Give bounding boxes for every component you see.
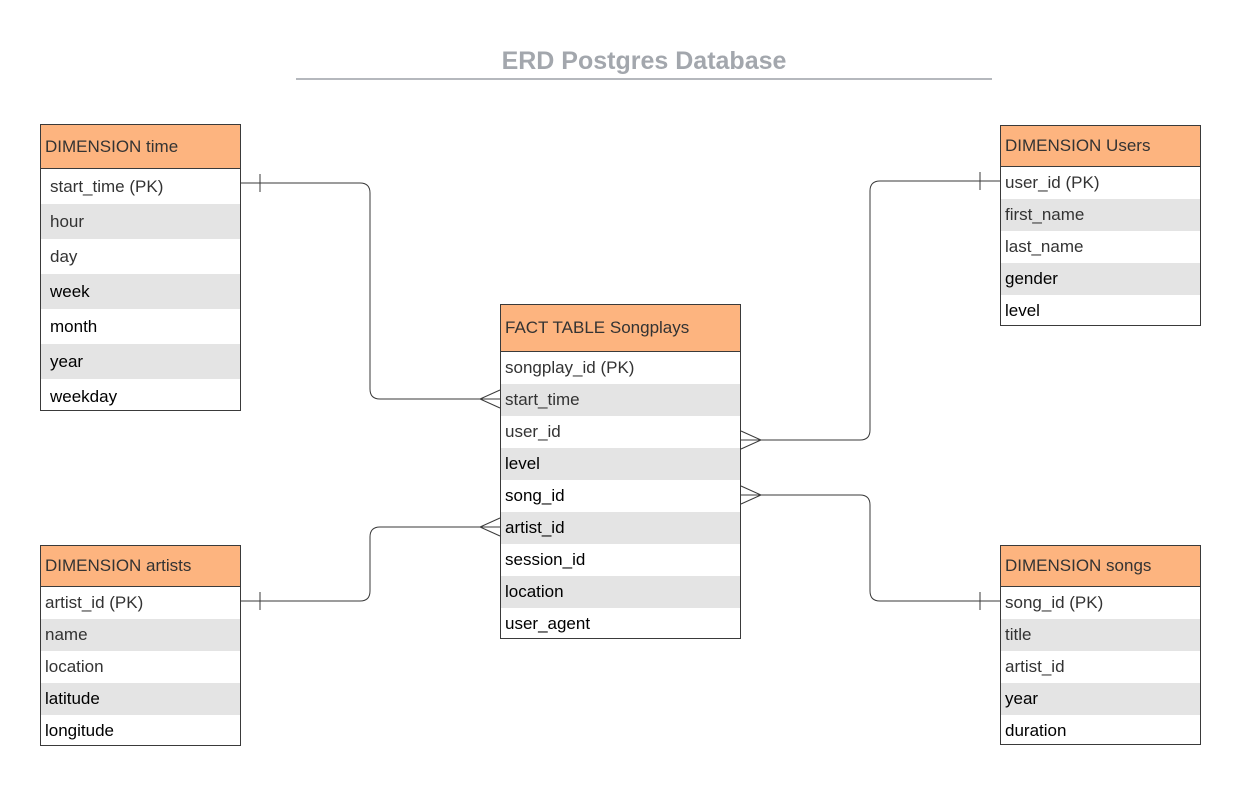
field-level: level [1005,301,1040,320]
field-song-id: song_id [505,486,565,505]
entity-songs: DIMENSION songs song_id (PK) title artis… [1000,545,1201,745]
field-start-time: start_time (PK) [50,176,164,196]
title-underline [296,78,992,80]
many-marker-artists [478,517,501,537]
relationship-songs-songplays [741,494,1000,602]
field-start-time: start_time [501,384,740,416]
field-last-name: last_name [1005,237,1084,256]
field-hour: hour [41,204,240,239]
field-songplay-id: songplay_id (PK) [505,358,635,377]
relationship-users-songplays [741,180,1000,441]
field-level: level [501,448,740,480]
field-year: year [1001,683,1200,715]
field-weekday: weekday [50,386,118,406]
field-artist-id: artist_id [501,512,740,544]
entity-songs-header: DIMENSION songs [1001,546,1200,587]
field-month: month [50,316,98,336]
field-first-name: first_name [1001,199,1200,231]
field-user-agent: user_agent [505,614,591,633]
entity-time-header: DIMENSION time [41,125,240,169]
diagram-title: ERD Postgres Database [501,47,787,75]
field-duration: duration [1005,721,1067,740]
field-song-id: song_id (PK) [1005,593,1104,612]
field-latitude: latitude [41,683,240,715]
field-artist-id: artist_id [1005,657,1065,676]
field-title: title [1001,619,1200,651]
entity-users-header: DIMENSION Users [1001,126,1200,167]
field-longitude: longitude [45,721,115,740]
entity-songplays-header: FACT TABLE Songplays [501,305,740,352]
field-year: year [41,344,240,379]
field-user-id: user_id [505,422,561,441]
many-marker-users [740,430,763,450]
entity-time: DIMENSION time start_time (PK) hour day … [40,124,241,411]
many-marker-songs [740,485,763,505]
field-week: week [41,274,240,309]
relationship-artists-songplays [241,526,500,602]
many-marker-time [478,389,501,409]
entity-artists-header: DIMENSION artists [41,546,240,587]
field-location: location [501,576,740,608]
entity-songplays: FACT TABLE Songplays songplay_id (PK) st… [500,304,741,639]
entity-users: DIMENSION Users user_id (PK) first_name … [1000,125,1201,326]
field-artist-id: artist_id (PK) [45,593,144,612]
field-location: location [45,657,104,676]
relationship-time-songplays [241,182,500,400]
field-day: day [50,246,78,266]
field-name: name [41,619,240,651]
field-user-id: user_id (PK) [1005,173,1100,192]
field-session-id: session_id [505,550,586,569]
entity-artists: DIMENSION artists artist_id (PK) name lo… [40,545,241,746]
field-gender: gender [1001,263,1200,295]
